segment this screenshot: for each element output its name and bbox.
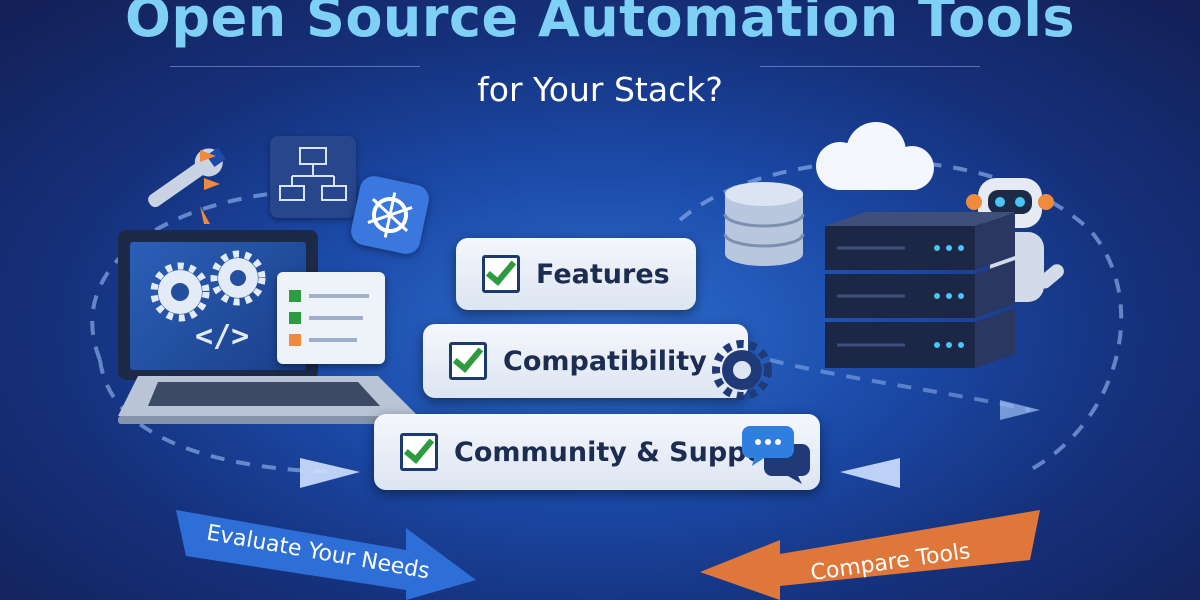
database-icon <box>723 182 805 266</box>
check-icon <box>449 342 487 380</box>
checklist-label: Community & Support <box>454 436 792 468</box>
page-subtitle: for Your Stack? <box>477 70 723 109</box>
checklist-item-compatibility: Compatibility <box>423 324 748 398</box>
checklist-label: Features <box>536 258 670 290</box>
title-rule-right <box>760 66 980 67</box>
checklist-label: Compatibility <box>503 345 707 377</box>
cloud-icon <box>816 122 934 190</box>
checklist-item-community: Community & Support <box>374 414 820 490</box>
svg-text:</>: </> <box>195 319 249 354</box>
chat-bubble-icon <box>742 426 810 484</box>
check-icon <box>482 255 520 293</box>
check-icon <box>400 433 438 471</box>
title-rule-left <box>170 66 420 67</box>
right-banner-shape <box>700 510 1040 600</box>
left-banner-shape <box>176 510 476 600</box>
gear-icon <box>712 340 772 400</box>
helm-wheel-icon <box>348 173 432 257</box>
flowchart-icon <box>270 136 356 218</box>
laptop-base <box>118 376 418 424</box>
spark-marks <box>200 150 220 224</box>
server-rack-icon <box>825 212 1015 380</box>
checklist-icon <box>277 272 385 364</box>
page-title: Open Source Automation Tools <box>125 0 1075 49</box>
checklist-item-features: Features <box>456 238 696 310</box>
code-icon: </> <box>195 319 249 354</box>
gears-icon <box>150 250 266 322</box>
